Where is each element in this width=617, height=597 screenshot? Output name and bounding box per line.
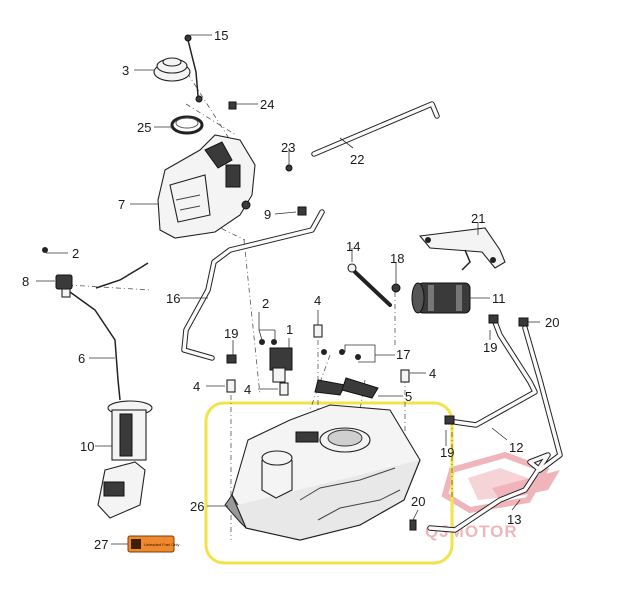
tank-brackets (314, 349, 379, 399)
hose-14 (347, 263, 392, 307)
hose-13 (427, 325, 563, 533)
callout-24: 24 (260, 97, 274, 112)
hose-22 (311, 101, 440, 157)
fuel-tank (224, 404, 421, 541)
callout-17: 17 (396, 347, 410, 362)
callout-1: 1 (286, 322, 293, 337)
hose-16 (181, 209, 325, 361)
seal-ring (170, 115, 204, 135)
callout-8: 8 (22, 274, 29, 289)
charcoal-canister (411, 282, 471, 314)
callout-15: 15 (214, 28, 228, 43)
clamp-19-tank (444, 415, 455, 425)
clamp-20-right (518, 317, 529, 327)
callout-2-mid: 2 (262, 296, 269, 311)
bolt-20-tank (409, 519, 417, 531)
clamp-18 (391, 283, 401, 293)
callout-9: 9 (264, 207, 271, 222)
callout-20-right: 20 (545, 315, 559, 330)
callout-19-tank: 19 (440, 445, 454, 460)
callout-4-right: 4 (429, 366, 436, 381)
callout-4-top: 4 (314, 293, 321, 308)
callout-18: 18 (390, 251, 404, 266)
callout-6: 6 (78, 351, 85, 366)
warning-label: Unleaded Fuel Only (127, 535, 179, 553)
callout-23: 23 (281, 140, 295, 155)
hose-12 (452, 319, 538, 428)
callout-27: 27 (94, 537, 108, 552)
callout-19-left: 19 (224, 326, 238, 341)
connector-8 (42, 247, 73, 298)
callout-2-top: 2 (72, 246, 79, 261)
callout-3: 3 (122, 63, 129, 78)
canister-bracket (418, 227, 506, 271)
callout-11: 11 (492, 291, 506, 306)
callout-4-left: 4 (193, 379, 200, 394)
callout-20-tank: 20 (411, 494, 425, 509)
wire-harness-6 (69, 262, 149, 401)
callout-14: 14 (346, 239, 360, 254)
clamp-23 (285, 164, 293, 172)
cap-tether (184, 34, 203, 103)
callout-labels: 15 3 24 25 23 22 7 9 21 2 14 18 8 11 16 … (22, 28, 559, 552)
warning-label-text: Unleaded Fuel Only (144, 542, 179, 547)
callout-10: 10 (80, 439, 94, 454)
watermark-text: QJMOTOR (425, 522, 518, 541)
fuel-pump (97, 400, 153, 519)
bolt-24 (228, 101, 237, 110)
callout-4-mid: 4 (244, 382, 251, 397)
leader-lines (36, 34, 540, 545)
callout-21: 21 (471, 211, 485, 226)
filler-cap (153, 57, 191, 82)
callout-22: 22 (350, 152, 364, 167)
filler-housing (157, 134, 256, 239)
callout-25: 25 (137, 120, 151, 135)
callout-16: 16 (166, 291, 180, 306)
callout-26: 26 (190, 499, 204, 514)
callout-12: 12 (509, 440, 523, 455)
callout-7: 7 (118, 197, 125, 212)
clamp-19-left (226, 354, 237, 364)
clamp-9 (297, 206, 307, 216)
callout-13: 13 (507, 512, 521, 527)
callout-19-right: 19 (483, 340, 497, 355)
sensor-valve (259, 339, 293, 383)
callout-5: 5 (405, 389, 412, 404)
clamp-19-right (488, 314, 499, 324)
